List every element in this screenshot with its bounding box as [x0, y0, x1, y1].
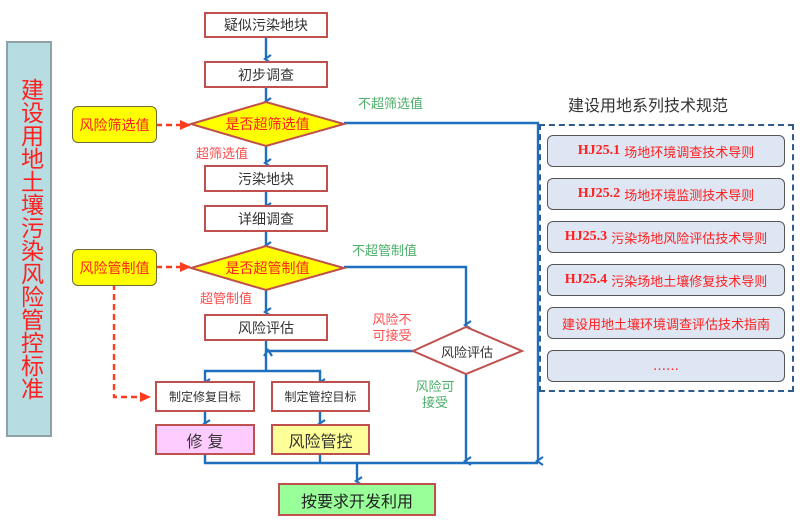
step-risk-control: 风险管控 — [271, 424, 370, 455]
label-not-exceed-control: 不超管制值 — [352, 244, 418, 259]
label-not-exceed-screening: 不超筛选值 — [358, 97, 424, 112]
label-risk-acceptable: 风险可接受 — [415, 380, 455, 411]
risk-control-value-box: 风险管制值 — [72, 249, 157, 286]
step-set-remediation-target: 制定修复目标 — [155, 381, 255, 412]
standards-panel-title: 建设用地系列技术规范 — [568, 96, 729, 115]
dashed-arrow-control-to-remediation-target — [112, 284, 151, 402]
standard-name: 建设用地土壤环境调查评估技术指南 — [561, 317, 770, 333]
standard-item: HJ25.2 场地环境监测技术导则 — [547, 178, 785, 210]
standards-panel-frame — [539, 124, 794, 392]
decision-screening-label: 是否超筛选值 — [225, 117, 310, 133]
standard-name: 污染场地风险评估技术导则 — [611, 231, 768, 247]
standard-code: HJ25.2 — [577, 186, 621, 201]
arrow-not-exceed-screening — [344, 121, 544, 466]
arrow-not-exceed-control — [344, 265, 472, 330]
side-title: 建设用地土壤污染风险管控标准 — [6, 41, 52, 437]
arrow-split-right — [266, 369, 326, 388]
step-develop-use: 按要求开发利用 — [278, 483, 436, 516]
standard-item: HJ25.3 污染场地风险评估技术导则 — [547, 221, 785, 253]
diamond-screening — [187, 100, 348, 148]
diamond-control — [187, 244, 348, 292]
risk-screening-value-box: 风险筛选值 — [72, 106, 157, 143]
standard-code: HJ25.1 — [577, 143, 621, 158]
label-exceeds-control: 超管制值 — [200, 292, 253, 307]
decision-control-label: 是否超管制值 — [225, 261, 310, 277]
standard-item: HJ25.1 场地环境调查技术导则 — [547, 135, 785, 167]
step-detailed-survey: 详细调查 — [204, 205, 328, 232]
standard-item-more: …… — [547, 350, 785, 382]
standard-name: …… — [653, 358, 679, 374]
standard-code: HJ25.3 — [564, 229, 608, 244]
line-merge — [203, 454, 538, 465]
step-suspected-site: 疑似污染地块 — [204, 12, 328, 38]
diamond-risk-assessment — [410, 325, 525, 376]
step-contaminated-site: 污染地块 — [204, 165, 328, 192]
label-risk-unacceptable: 风险不可接受 — [372, 313, 412, 344]
standard-name: 污染场地土壤修复技术导则 — [611, 274, 768, 290]
standard-name: 场地环境调查技术导则 — [624, 145, 755, 161]
standard-item: 建设用地土壤环境调查评估技术指南 — [547, 307, 785, 339]
step-set-control-target: 制定管控目标 — [271, 381, 370, 412]
step-remediation: 修 复 — [155, 424, 255, 455]
label-exceeds-screening: 超筛选值 — [196, 147, 249, 162]
step-risk-assessment: 风险评估 — [204, 314, 328, 341]
step-initial-survey: 初步调查 — [204, 61, 328, 88]
standard-name: 场地环境监测技术导则 — [624, 188, 755, 204]
standard-item: HJ25.4 污染场地土壤修复技术导则 — [547, 264, 785, 296]
standard-code: HJ25.4 — [564, 272, 608, 287]
decision-risk-assessment-label: 风险评估 — [440, 345, 493, 361]
arrow-split-left — [202, 369, 266, 388]
